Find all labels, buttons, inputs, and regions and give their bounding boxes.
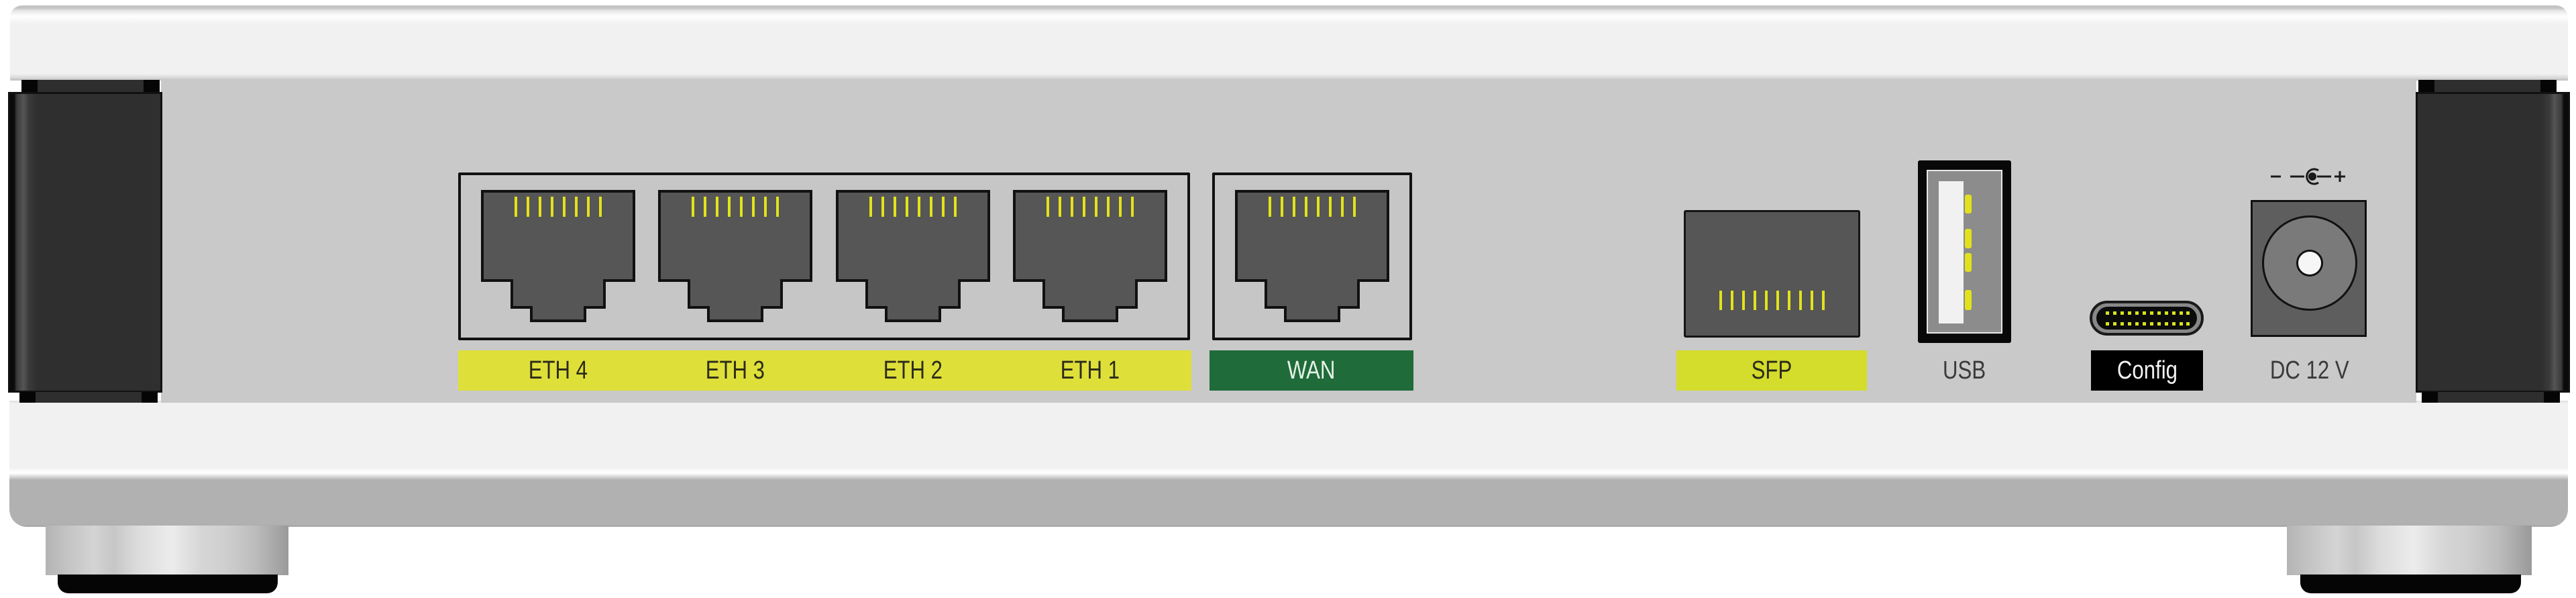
left-bumper-bottom-tab bbox=[19, 392, 158, 403]
eth2-label: ETH 2 bbox=[883, 356, 943, 385]
usb-c-port-icon bbox=[2096, 307, 2197, 330]
bottom-shell bbox=[9, 401, 2568, 527]
eth4-port[interactable] bbox=[481, 190, 635, 322]
usb-pin bbox=[1965, 290, 1972, 310]
eth3-port[interactable] bbox=[658, 190, 812, 322]
dc-power-port[interactable] bbox=[2251, 200, 2367, 337]
rj45-port-icon bbox=[1013, 190, 1167, 322]
dc-power-label: DC 12 V bbox=[2270, 356, 2349, 385]
eth2-port[interactable] bbox=[836, 190, 990, 322]
eth3-label: ETH 3 bbox=[705, 356, 765, 385]
right-foot bbox=[2287, 526, 2532, 575]
usb-c-pins bbox=[2106, 311, 2190, 326]
usb-label: USB bbox=[1942, 356, 1986, 385]
rj45-port-icon bbox=[658, 190, 812, 322]
polarity-symbol-icon bbox=[2267, 165, 2351, 188]
config-label: Config bbox=[2091, 350, 2203, 391]
rj45-port-icon bbox=[1235, 190, 1389, 322]
dc-jack-icon bbox=[2262, 215, 2357, 311]
rj45-port-icon bbox=[481, 190, 635, 322]
dc-center-pin bbox=[2296, 250, 2323, 277]
right-bumper-body bbox=[2416, 92, 2570, 393]
right-bumper-top-tab bbox=[2418, 80, 2557, 93]
wan-label: WAN bbox=[1210, 350, 1413, 391]
left-foot-base bbox=[58, 575, 278, 593]
sfp-label: SFP bbox=[1676, 350, 1867, 391]
config-port[interactable] bbox=[2090, 301, 2204, 336]
usb-pin bbox=[1965, 229, 1972, 248]
right-bumper-bottom-tab bbox=[2422, 392, 2560, 403]
wan-port[interactable] bbox=[1235, 190, 1389, 322]
usb-port[interactable] bbox=[1918, 160, 2011, 343]
sfp-port[interactable] bbox=[1684, 210, 1860, 338]
usb-tongue bbox=[1939, 181, 1964, 323]
left-foot bbox=[46, 526, 288, 575]
rj45-port-icon bbox=[836, 190, 990, 322]
eth4-label: ETH 4 bbox=[528, 356, 588, 385]
top-shell bbox=[10, 5, 2568, 81]
right-foot-base bbox=[2300, 575, 2521, 593]
eth1-port[interactable] bbox=[1013, 190, 1167, 322]
eth1-label: ETH 1 bbox=[1060, 356, 1120, 385]
left-bumper-body bbox=[8, 92, 162, 393]
usb-pin bbox=[1965, 195, 1972, 213]
eth-label-band: ETH 4 ETH 3 ETH 2 ETH 1 bbox=[458, 350, 1191, 391]
usb-pin bbox=[1965, 253, 1972, 272]
sfp-cage-icon bbox=[1719, 291, 1825, 310]
usb-a-port-icon bbox=[1927, 170, 2002, 334]
left-bumper-top-tab bbox=[21, 80, 160, 93]
